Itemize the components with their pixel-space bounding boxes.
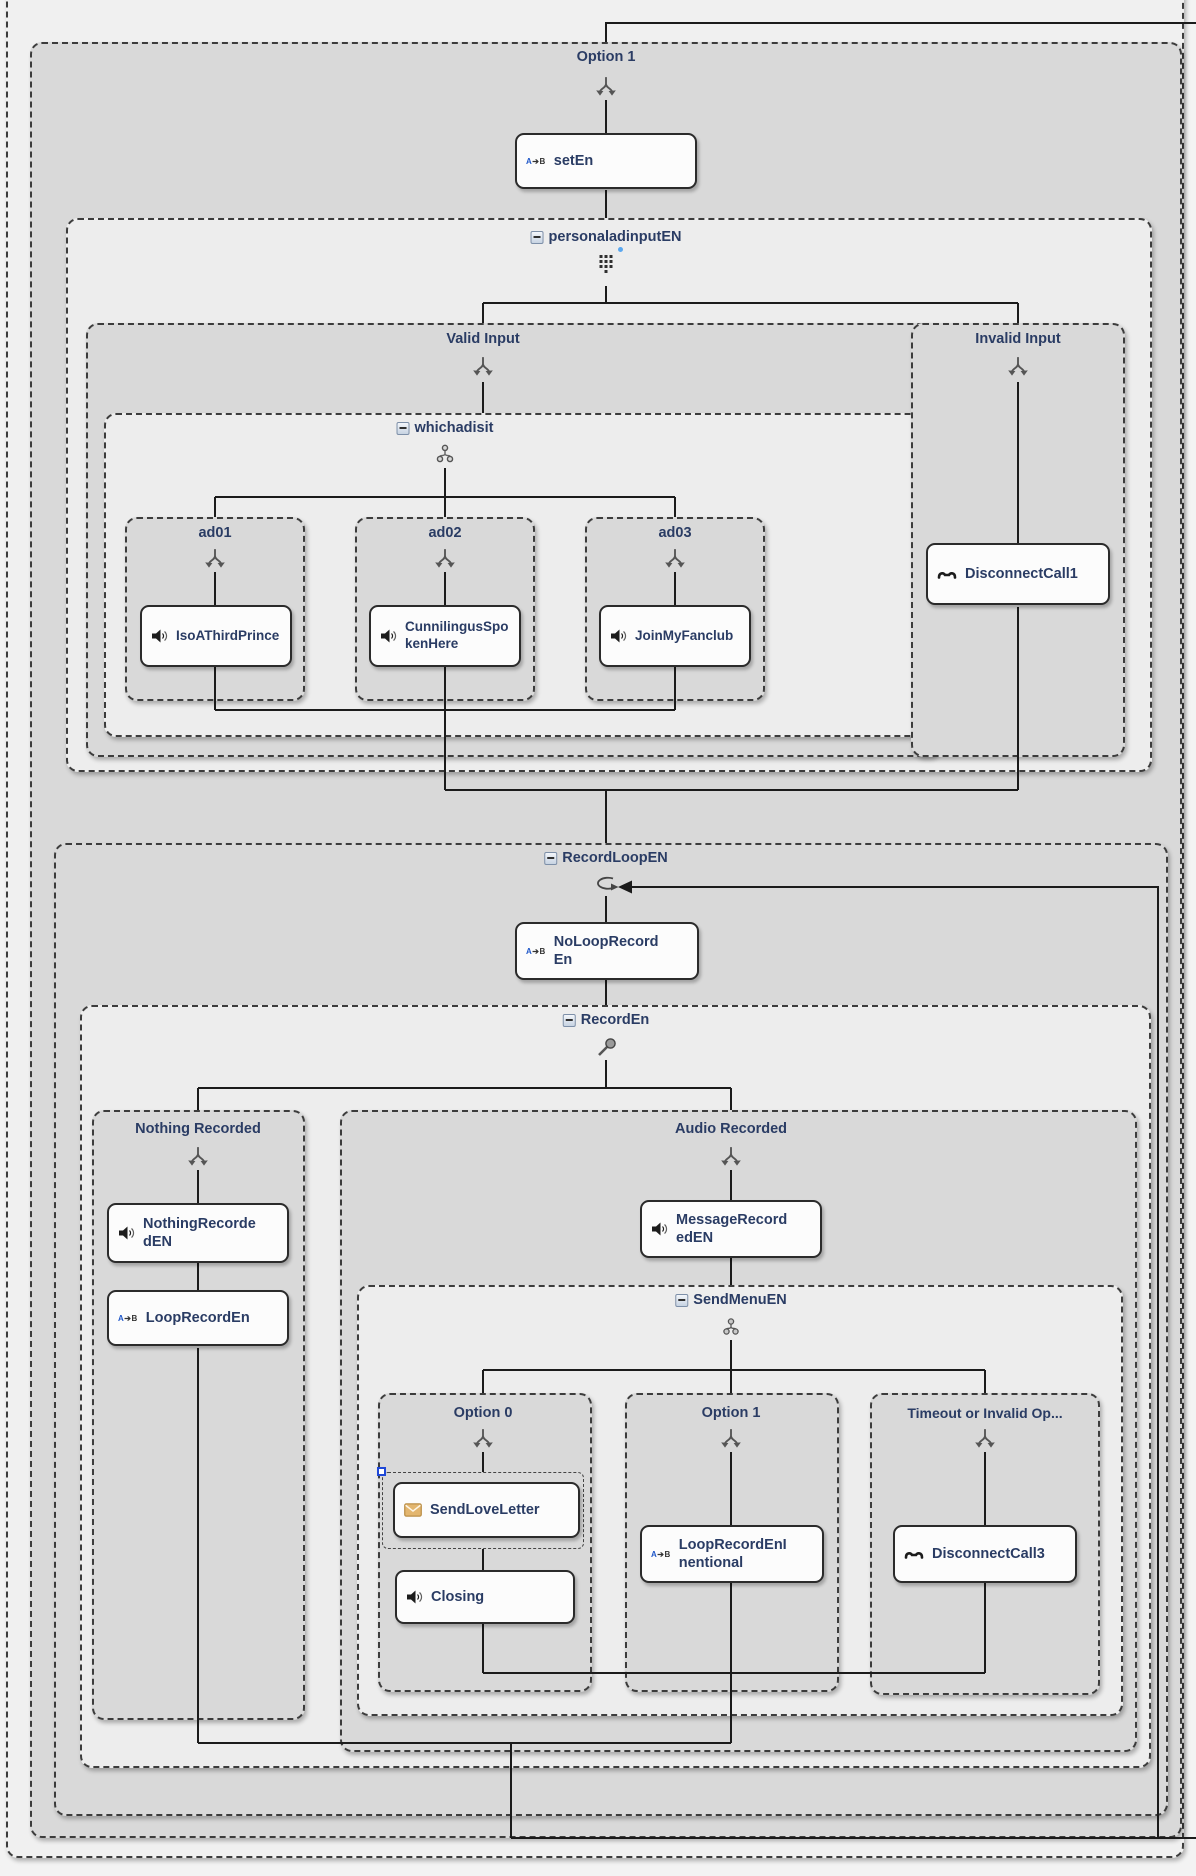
option1-label: Option 1 [576, 49, 636, 65]
keypad-icon [598, 253, 615, 275]
invalid-input-header[interactable]: Invalid Input [975, 331, 1060, 347]
set-variable-icon: A➔B [651, 1549, 671, 1559]
node-SendLoveLetter[interactable]: SendLoveLetter [393, 1482, 580, 1538]
node-label: Closing [431, 1588, 485, 1605]
nothing-recorded-header[interactable]: Nothing Recorded [135, 1121, 261, 1137]
sendmenu-label: SendMenuEN [693, 1292, 787, 1308]
branch-icon [595, 76, 617, 100]
node-IsoAThirdPrince[interactable]: IsoAThirdPrince [140, 605, 292, 667]
container-nothing-recorded[interactable] [92, 1110, 305, 1720]
container-invalid-input[interactable] [911, 323, 1125, 757]
valid-input-header[interactable]: Valid Input [446, 331, 519, 347]
timeout-header[interactable]: Timeout or Invalid Op... [907, 1405, 1062, 1421]
node-setEn[interactable]: A➔B setEn [515, 133, 697, 189]
selection-marquee [382, 1472, 584, 1549]
whichadisit-label: whichadisit [414, 420, 494, 436]
ad02-header[interactable]: ad02 [428, 525, 461, 541]
recordloop-header[interactable]: RecordLoopEN [544, 850, 668, 866]
branch-icon [720, 1428, 742, 1452]
menu-icon [721, 1316, 741, 1338]
loop-icon [592, 874, 620, 894]
envelope-icon [404, 1503, 422, 1517]
set-variable-icon: A➔B [526, 156, 546, 166]
node-label: MessageRecord edEN [676, 1211, 788, 1246]
branch-icon [472, 356, 494, 380]
valid-input-label: Valid Input [446, 331, 520, 347]
node-DisconnectCall1[interactable]: DisconnectCall1 [926, 543, 1110, 605]
set-variable-icon: A➔B [526, 946, 546, 956]
nothing-recorded-label: Nothing Recorded [135, 1121, 261, 1137]
node-Closing[interactable]: Closing [395, 1570, 575, 1624]
container-sm-option0[interactable] [378, 1393, 592, 1692]
node-label: LoopRecordEnI nentional [678, 1536, 787, 1571]
node-label: NothingRecorde dEN [143, 1215, 256, 1250]
keypad-blue-dot [618, 247, 623, 252]
node-label: IsoAThirdPrince [176, 627, 280, 643]
node-MessageRecordedEN[interactable]: MessageRecord edEN [640, 1200, 822, 1258]
sendmenu-header[interactable]: SendMenuEN [675, 1292, 787, 1308]
invalid-input-label: Invalid Input [975, 331, 1061, 347]
node-label: DisconnectCall1 [965, 565, 1078, 582]
collapse-icon[interactable] [562, 1013, 576, 1027]
sm-option0-header[interactable]: Option 0 [454, 1405, 513, 1421]
branch-icon [434, 548, 456, 572]
set-variable-icon: A➔B [118, 1313, 138, 1323]
sm-option0-label: Option 0 [453, 1405, 513, 1421]
hangup-phone-icon [904, 1549, 924, 1560]
node-label: LoopRecordEn [145, 1309, 250, 1326]
branch-icon [187, 1146, 209, 1170]
node-CunnilingusSpokenHere[interactable]: CunnilingusSpo kenHere [369, 605, 521, 667]
node-label: CunnilingusSpo kenHere [405, 619, 509, 651]
audio-recorded-label: Audio Recorded [675, 1121, 787, 1137]
node-NothingRecordedEN[interactable]: NothingRecorde dEN [107, 1203, 289, 1263]
hangup-phone-icon [937, 569, 957, 580]
personaladinput-header[interactable]: personaladinputEN [530, 229, 682, 245]
speaker-icon [651, 1221, 668, 1237]
node-LoopRecordEn[interactable]: A➔B LoopRecordEn [107, 1290, 289, 1346]
branch-icon [204, 548, 226, 572]
random-branch-icon [436, 444, 454, 464]
node-label: SendLoveLetter [430, 1501, 540, 1518]
timeout-label: Timeout or Invalid Op... [907, 1405, 1063, 1421]
ad01-header[interactable]: ad01 [198, 525, 231, 541]
branch-icon [1007, 356, 1029, 380]
collapse-icon[interactable] [396, 421, 410, 435]
node-LoopRecordEnInentional[interactable]: A➔B LoopRecordEnI nentional [640, 1525, 824, 1583]
node-label: setEn [553, 152, 594, 169]
personaladinput-label: personaladinputEN [548, 229, 682, 245]
branch-icon [472, 1428, 494, 1452]
node-JoinMyFanclub[interactable]: JoinMyFanclub [599, 605, 751, 667]
recordloop-label: RecordLoopEN [562, 850, 668, 866]
selection-handle[interactable] [377, 1467, 386, 1476]
sm-option1-label: Option 1 [701, 1405, 761, 1421]
branch-icon [974, 1428, 996, 1452]
audio-recorded-header[interactable]: Audio Recorded [675, 1121, 787, 1137]
collapse-icon[interactable] [530, 230, 544, 244]
ad01-label: ad01 [198, 525, 232, 541]
option1-header[interactable]: Option 1 [577, 49, 636, 65]
speaker-icon [380, 628, 397, 644]
recorden-label: RecordEn [580, 1012, 650, 1028]
microphone-icon [595, 1036, 617, 1058]
ad03-label: ad03 [658, 525, 692, 541]
recorden-header[interactable]: RecordEn [562, 1012, 650, 1028]
collapse-icon[interactable] [675, 1293, 689, 1307]
node-NoLoopRecordEn[interactable]: A➔B NoLoopRecord En [515, 922, 699, 980]
ad03-header[interactable]: ad03 [658, 525, 691, 541]
speaker-icon [118, 1225, 135, 1241]
branch-icon [720, 1146, 742, 1170]
speaker-icon [610, 628, 627, 644]
sm-option1-header[interactable]: Option 1 [702, 1405, 761, 1421]
node-label: JoinMyFanclub [635, 627, 734, 643]
speaker-icon [406, 1589, 423, 1605]
node-label: NoLoopRecord En [553, 933, 659, 968]
ad02-label: ad02 [428, 525, 462, 541]
node-label: DisconnectCall3 [932, 1545, 1045, 1562]
node-DisconnectCall3[interactable]: DisconnectCall3 [893, 1525, 1077, 1583]
whichadisit-header[interactable]: whichadisit [396, 420, 494, 436]
speaker-icon [151, 628, 168, 644]
branch-icon [664, 548, 686, 572]
collapse-icon[interactable] [544, 851, 558, 865]
